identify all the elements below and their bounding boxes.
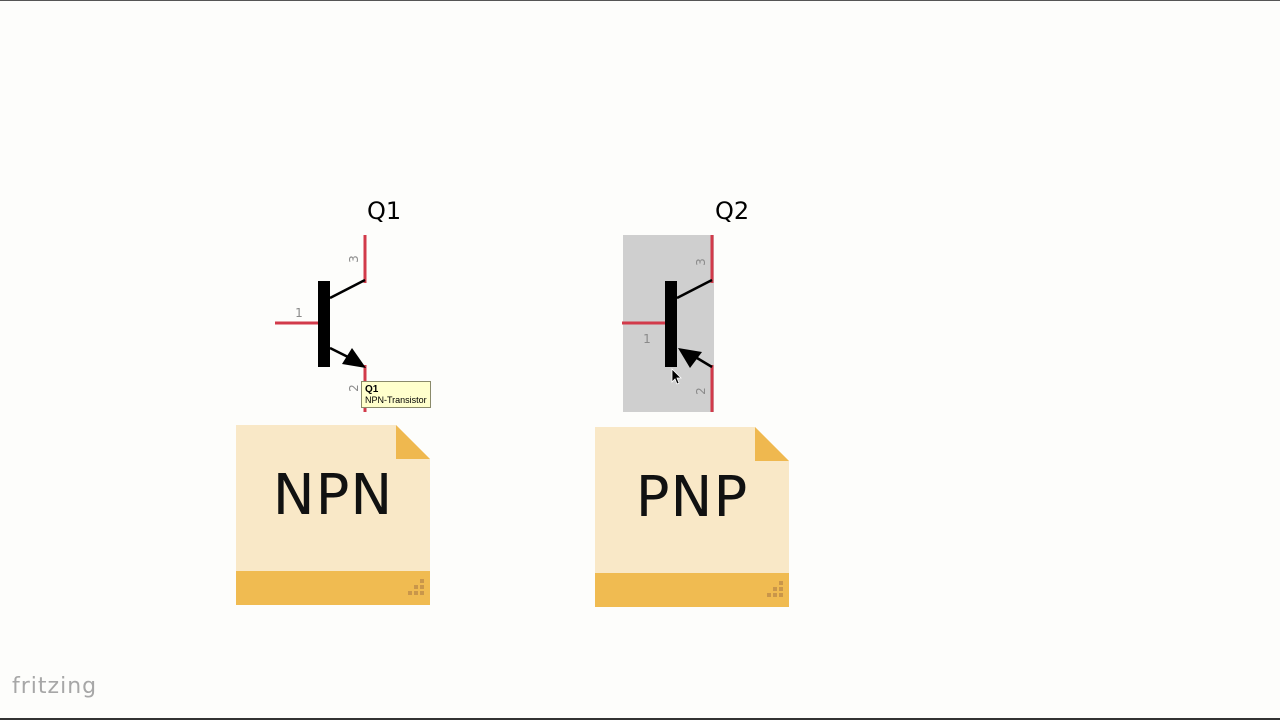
arrow-cursor-icon bbox=[671, 368, 682, 385]
pnp-file-label: PNP bbox=[635, 465, 749, 530]
tooltip-subtitle: NPN-Transistor bbox=[365, 395, 427, 405]
part-hover-tooltip: Q1 NPN-Transistor bbox=[361, 381, 431, 408]
pnp-transistor-q2[interactable] bbox=[622, 235, 716, 412]
q2-base-bar bbox=[665, 281, 677, 367]
npn-file-label: NPN bbox=[272, 463, 394, 528]
q2-pin-number-base: 1 bbox=[643, 332, 651, 346]
document-bottom-band bbox=[595, 573, 789, 607]
bottom-border bbox=[0, 718, 1280, 720]
q1-pin-number-collector: 3 bbox=[347, 255, 361, 263]
q2-emitter-arrow-icon bbox=[678, 348, 702, 368]
grip-dots-icon bbox=[408, 579, 424, 595]
q1-pin-number-base: 1 bbox=[295, 306, 303, 320]
npn-document-icon: NPN bbox=[236, 425, 430, 605]
q2-pin-number-collector: 3 bbox=[694, 258, 708, 266]
document-fold-corner bbox=[396, 425, 430, 459]
q2-pin-number-emitter: 2 bbox=[694, 387, 708, 395]
top-border bbox=[0, 0, 1280, 1]
q2-collector-lead bbox=[676, 278, 713, 300]
fritzing-logo: fritzing bbox=[12, 674, 98, 699]
q1-collector-lead bbox=[329, 278, 366, 300]
document-bottom-band bbox=[236, 571, 430, 605]
part-label-q1[interactable]: Q1 bbox=[367, 197, 402, 225]
grip-dots-icon bbox=[767, 581, 783, 597]
q1-emitter-arrow-icon bbox=[342, 348, 366, 368]
pnp-document-icon: PNP bbox=[595, 427, 789, 607]
document-fold-corner bbox=[755, 427, 789, 461]
q1-base-bar bbox=[318, 281, 330, 367]
q1-pin-number-emitter: 2 bbox=[347, 384, 361, 392]
q1-emitter-lead bbox=[329, 346, 351, 360]
part-label-q2[interactable]: Q2 bbox=[715, 197, 750, 225]
tooltip-title: Q1 bbox=[365, 384, 379, 395]
